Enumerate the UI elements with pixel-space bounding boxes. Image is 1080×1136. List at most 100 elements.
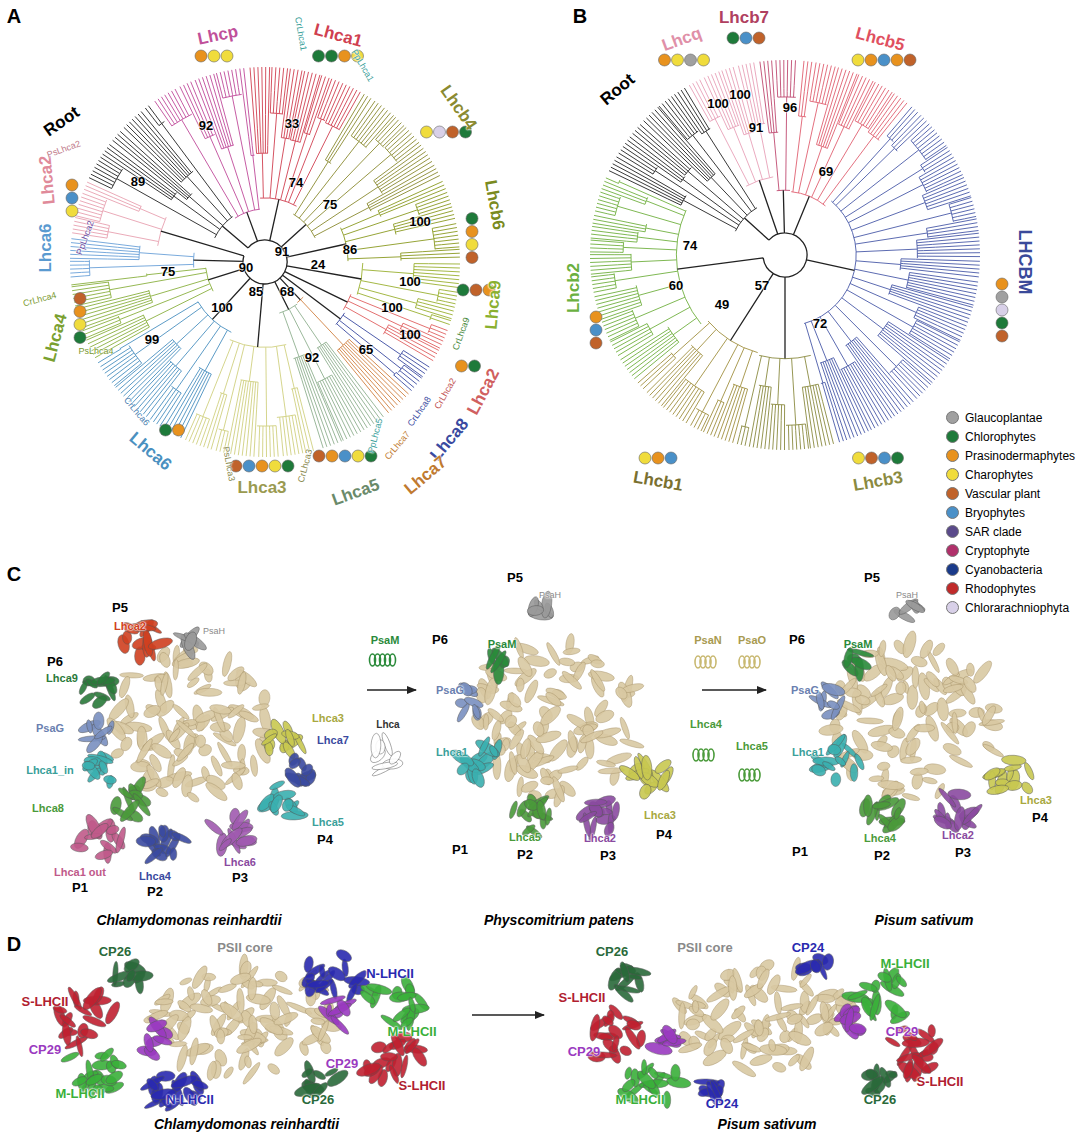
bootstrap-value: 75 [323, 198, 337, 212]
helix [82, 761, 95, 771]
helix [903, 736, 923, 758]
protein-label: CrLhca9 [452, 316, 473, 351]
helix [238, 1035, 253, 1040]
taxon-dot [996, 304, 1008, 316]
helix [167, 727, 181, 743]
protein-label: Lhca1 [436, 746, 468, 758]
helix [942, 683, 964, 695]
clade-branches [760, 60, 796, 191]
helix [118, 798, 142, 824]
helix [222, 1065, 235, 1079]
helix-turn [708, 749, 714, 761]
helix [455, 702, 471, 723]
helix [229, 971, 252, 987]
taxon-dot [996, 291, 1008, 303]
helix [961, 803, 984, 827]
helix [171, 830, 193, 845]
clade-branches [293, 94, 440, 238]
protein-subunit [840, 647, 875, 682]
taxon-dot [160, 424, 172, 436]
taxon-dot [865, 54, 877, 66]
helix-turn [754, 656, 760, 668]
legend-row: Glaucoplantae [946, 410, 1042, 426]
helix [928, 1024, 936, 1037]
helix [771, 1061, 787, 1074]
helix [170, 848, 177, 861]
taxon-dot [665, 452, 677, 464]
protein-subunit [368, 732, 403, 778]
helix [797, 1045, 817, 1072]
bootstrap-value: 86 [343, 243, 357, 257]
protein-label: Lhcb7 [719, 9, 769, 28]
protein-label: Lhcb4 [436, 82, 480, 134]
helix [918, 638, 936, 660]
helix [818, 723, 844, 737]
helix [391, 1006, 412, 1024]
protein-label: PpLhca2 [75, 220, 96, 257]
helix [145, 1077, 161, 1093]
protein-label: Lhca2 [584, 832, 616, 844]
taxon-dot [996, 278, 1008, 290]
helix [203, 780, 229, 804]
legend-swatch [946, 487, 959, 500]
helix [103, 1000, 123, 1026]
bootstrap-value: 90 [239, 261, 253, 275]
clade-branches [98, 302, 231, 438]
helix [613, 685, 629, 701]
taxon-dot [753, 32, 765, 44]
protein-label: Lhcb5 [853, 24, 906, 55]
protein-label: P4 [1032, 811, 1048, 825]
helix [827, 743, 842, 756]
bootstrap-value: 74 [683, 239, 697, 253]
helix [732, 1028, 756, 1045]
protein-label: PsLhca4 [78, 347, 113, 357]
bootstrap-value: 100 [211, 301, 233, 315]
protein-subunit [136, 1015, 174, 1063]
helix [948, 753, 973, 769]
bootstrap-value: 49 [715, 298, 729, 312]
bootstrap-value: 33 [285, 117, 299, 131]
protein-label: PsLhca2 [46, 139, 82, 160]
helix [175, 741, 196, 763]
helix [119, 735, 134, 752]
helix [186, 661, 209, 683]
protein-label: CP26 [99, 945, 132, 959]
helix [235, 833, 258, 848]
clade-branches [689, 63, 773, 187]
helix [558, 657, 575, 667]
helix [960, 719, 978, 739]
helix [980, 704, 998, 727]
bootstrap-value: 100 [729, 88, 751, 102]
helix [900, 630, 918, 660]
protein-subunit [282, 751, 317, 789]
protein-label: P2 [147, 885, 163, 899]
helix [82, 759, 103, 782]
species-name: Physcomitrium patens [420, 912, 698, 928]
legend-text: SAR clade [965, 525, 1022, 539]
protein-label: Lhcq [660, 24, 705, 55]
helix [486, 706, 505, 724]
species-name: Chlamydomonas reinhardtii [25, 1116, 468, 1132]
protein-label: P6 [47, 655, 63, 669]
bootstrap-value: 72 [813, 317, 827, 331]
helix [612, 982, 636, 1005]
helix [686, 1018, 700, 1030]
bootstrap-value: 89 [131, 175, 145, 189]
structure-panel: Chlamydomonas reinhardtii [15, 565, 363, 930]
backbone-branches [677, 180, 854, 358]
transition-arrow [367, 689, 416, 691]
helix [505, 690, 523, 709]
protein-subunit [793, 951, 835, 980]
protein-subunit [644, 1023, 687, 1057]
helix [171, 703, 191, 722]
bootstrap-value: 100 [409, 215, 431, 229]
helix [708, 996, 733, 1023]
helix [624, 1066, 633, 1080]
taxon-dot [326, 450, 338, 462]
protein-label: Root [597, 70, 639, 109]
protein-label: Lhca1 [792, 746, 824, 758]
protein-label: Lhca3 [237, 479, 286, 498]
helix [188, 1037, 200, 1065]
helix [787, 1028, 813, 1048]
helix [94, 848, 114, 861]
